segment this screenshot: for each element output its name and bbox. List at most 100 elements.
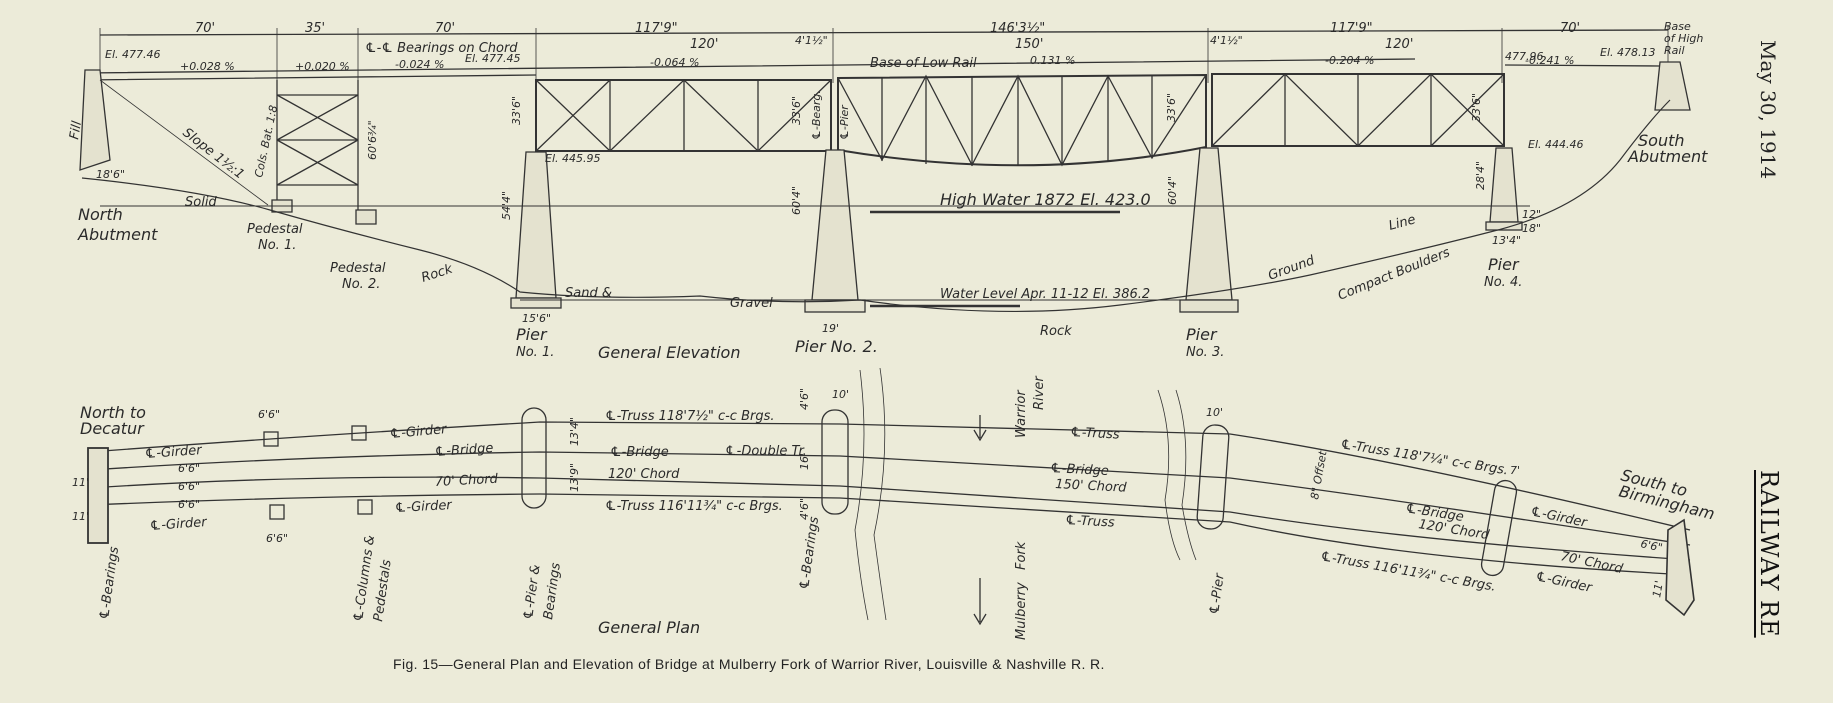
truss-label: ℄-Truss — [1065, 513, 1115, 531]
warrior-river-label: River — [1032, 375, 1047, 410]
truss-spacing-label: ℄-Truss 116'11¾" c-c Brgs. — [1319, 549, 1497, 595]
elevation-mark: El. 477.46 — [105, 48, 161, 61]
pier-3 — [1179, 147, 1239, 313]
south-abutment-label: South — [1638, 131, 1685, 150]
north-abutment — [79, 69, 111, 171]
offset-label: 8" Offset — [1308, 449, 1329, 500]
mulberry-fork-label: Mulberry — [1014, 582, 1029, 640]
girder-label: ℄-Girder — [389, 422, 449, 442]
pier-dimension: 60'4" — [1166, 176, 1179, 205]
warrior-river-label: Warrior — [1014, 389, 1029, 438]
pier-dimension: 54'4" — [500, 191, 513, 220]
pier-dimension: 12" — [1522, 208, 1541, 221]
plan-dimension: 6'6" — [178, 480, 200, 493]
truss-label: ℄-Truss — [1070, 425, 1120, 443]
pier-dimension: 33'6" — [510, 96, 523, 125]
truss-spacing-label: ℄-Truss 118'7½" c-c Brgs. — [605, 409, 775, 424]
grade-label: -0.204 % — [1325, 54, 1374, 67]
mulberry-fork-label: Fork — [1014, 541, 1029, 570]
gravel-label: Gravel — [730, 296, 773, 311]
girder-label: ℄-Girder — [1529, 504, 1589, 531]
span-inner-dimension: 4'1½" — [1210, 34, 1243, 47]
grade-label: 0.131 % — [1030, 54, 1075, 67]
bridge-label: ℄-Bridge — [1050, 461, 1109, 479]
dimension-line-top — [99, 29, 1669, 36]
plan-pier-1 — [521, 407, 547, 509]
plan-dimension: 6'6" — [1639, 537, 1663, 554]
pier-1-label: Pier — [516, 325, 548, 344]
plan-pier-3 — [1196, 424, 1230, 530]
solid-label: Solid — [185, 195, 217, 210]
pier-bearings-label: ℄-Pier & — [521, 564, 544, 621]
plan-track-lines — [89, 421, 1691, 576]
plan-dimension: 13'9" — [568, 463, 581, 492]
girder-label: ℄-Girder — [149, 515, 209, 534]
bearings-centerline-label: ℄-Bearings — [97, 546, 122, 621]
plan-pedestal — [269, 504, 285, 520]
base-high-rail-label: Rail — [1664, 44, 1685, 57]
span-inner-dimension: 120' — [690, 37, 718, 52]
truss-spacing-label: ℄-Truss 116'11¾" c-c Brgs. — [605, 499, 783, 514]
north-abutment-label: North — [78, 205, 123, 224]
bearings-label: ℄-℄ Bearings on Chord — [365, 41, 518, 56]
pier-4-label: No. 4. — [1484, 275, 1522, 290]
pier-dimension: 13'4" — [1492, 234, 1521, 247]
compact-boulders-label: Compact Boulders — [1336, 245, 1453, 304]
span-dimension: 70' — [1560, 21, 1580, 36]
span-dimension: 146'3½" — [990, 21, 1045, 36]
bridge-label: ℄-Bridge — [434, 441, 494, 460]
span-dimension: 117'9" — [1330, 21, 1373, 36]
elevation-title: General Elevation — [598, 343, 740, 362]
chord-label: 120' Chord — [608, 467, 680, 482]
elevation-mark: 477.96 — [1505, 50, 1544, 63]
sand-label: Sand & — [565, 286, 612, 301]
chord-label: 150' Chord — [1055, 477, 1128, 496]
plan-dimension: 6'6" — [266, 532, 288, 545]
side-journal-title: RAILWAY RE — [1755, 470, 1783, 638]
pier-dimension: 18" — [1522, 222, 1541, 235]
figure-caption: Fig. 15—General Plan and Elevation of Br… — [393, 656, 1105, 672]
pier-1 — [510, 151, 562, 309]
deck-line — [84, 58, 1661, 81]
plan-south-abutment — [1665, 518, 1695, 617]
grade-label: -0.241 % — [1525, 54, 1574, 67]
pier-4-label: Pier — [1488, 255, 1520, 274]
plan-north-abutment — [87, 447, 109, 544]
bearings-centerline-label: ℄-Bearings — [797, 516, 822, 591]
span-dimension: 70' — [195, 21, 215, 36]
grade-label: +0.020 % — [295, 60, 350, 73]
span-inner-dimension: 150' — [1015, 37, 1043, 52]
plan-dimension: 10' — [832, 388, 849, 401]
plan-dimension: 4'6" — [798, 388, 811, 410]
plan-dimension: 4'6" — [798, 498, 811, 520]
rock-label: Rock — [420, 262, 455, 286]
plan-dimension: 6'6" — [258, 408, 280, 421]
truss-span-1 — [535, 79, 832, 152]
girder-label: ℄-Girder — [394, 498, 453, 516]
river-arrow — [973, 415, 987, 442]
plan-pedestal — [351, 425, 367, 441]
pier-3-label: Pier — [1186, 325, 1218, 344]
pedestal-2-label: No. 2. — [342, 277, 380, 292]
columns-centerline-label: Pedestals — [371, 559, 395, 623]
pier-dimension: 18'6" — [96, 168, 125, 181]
base-low-rail-label: Base of Low Rail — [870, 56, 977, 71]
pier-dimension: 60'4" — [790, 186, 803, 215]
pedestal-1-label: No. 1. — [258, 238, 296, 253]
plan-pier-2 — [821, 409, 849, 515]
pier-dimension: 28'4" — [1474, 161, 1487, 190]
north-to-label: Decatur — [80, 419, 145, 438]
south-abutment — [1654, 61, 1691, 111]
pier-1-label: No. 1. — [516, 345, 554, 360]
pier-2 — [804, 149, 866, 313]
river-arrow — [973, 578, 987, 626]
pedestal-2-label: Pedestal — [330, 261, 386, 276]
elevation-mark: El. 444.46 — [1528, 138, 1584, 151]
pier-2-label: Pier No. 2. — [795, 337, 878, 356]
pier-3-label: No. 3. — [1186, 345, 1224, 360]
chord-label: 70' Chord — [434, 472, 499, 490]
bridge-label: ℄-Bridge — [610, 445, 669, 460]
elevation-mark: El. 445.95 — [545, 152, 601, 165]
